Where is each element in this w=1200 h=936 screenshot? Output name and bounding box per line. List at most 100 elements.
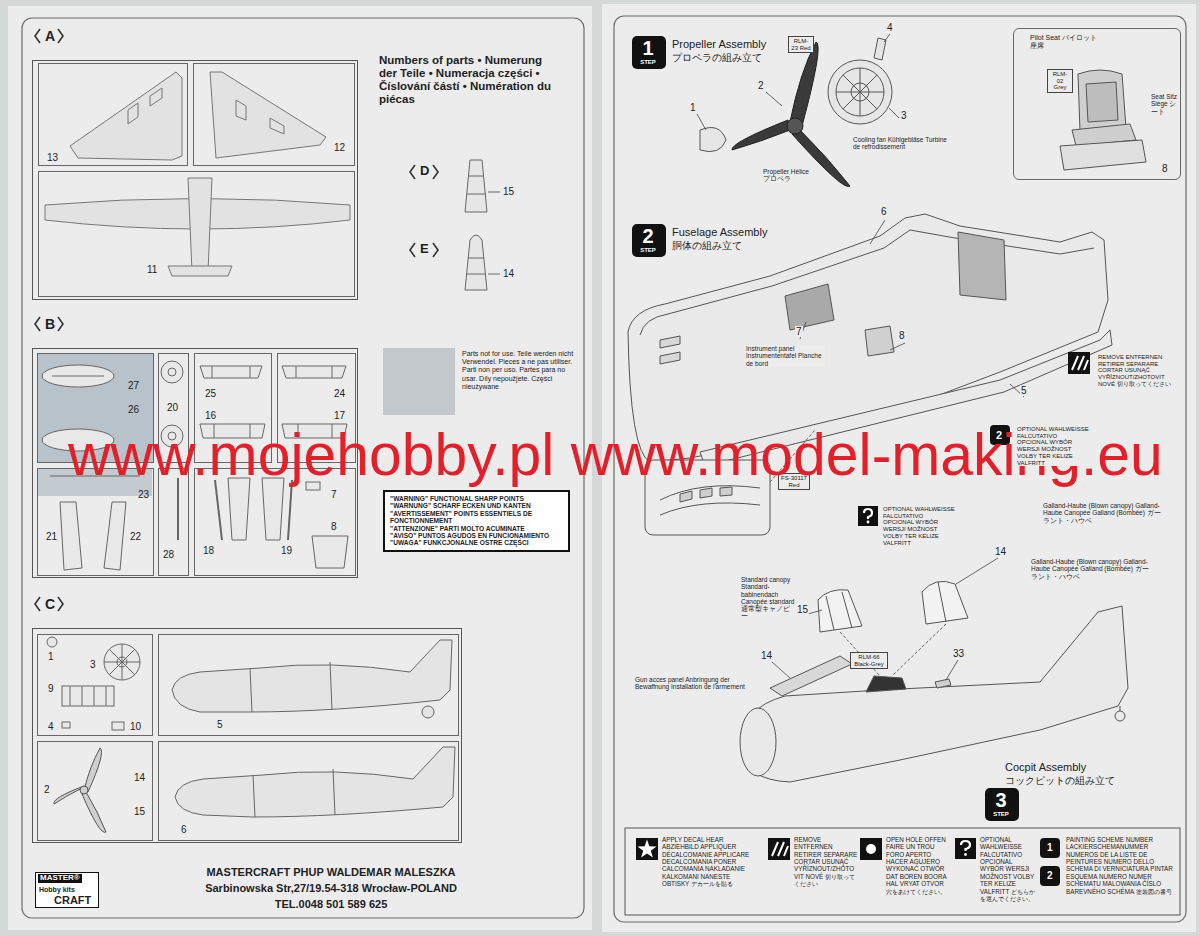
- node-text: "AVERTISSEMENT" POINTS ESSENTIELS DE FON…: [390, 510, 563, 525]
- part-number: 6: [181, 824, 187, 835]
- propeller-part: [84, 748, 102, 792]
- node-text: RLM-66 Black-Grey: [853, 654, 885, 667]
- callout-number: 5: [1020, 385, 1028, 396]
- small-part: [104, 502, 126, 570]
- note-text: Propeller Hélice プロペラ: [762, 168, 818, 183]
- canopy-part: [465, 160, 487, 290]
- note-text: Cooling fan Kühlgebläse Turbine de refro…: [852, 136, 950, 151]
- small-part: [228, 478, 250, 540]
- node-text: 8: [1162, 163, 1168, 174]
- small-part: [262, 478, 284, 540]
- part-number: 27: [128, 380, 139, 391]
- node-text: "ATTENZIONE" PARTI MOLTO ACUMINATE: [390, 525, 563, 532]
- page-frame: [22, 16, 1186, 922]
- heading: Fuselage Assembly: [672, 226, 767, 238]
- symbol-icon: [1068, 352, 1090, 374]
- heading: B: [45, 317, 55, 333]
- parts-frame: 11: [38, 171, 355, 297]
- part-number: 13: [47, 152, 58, 163]
- paint-code-tag: RLM-66 Black-Grey: [850, 652, 888, 669]
- fuselage-half-illustration: [660, 336, 680, 364]
- legend-text: REMOVE ENTFERNEN RETIRER SEPARARE CORTAR…: [794, 836, 858, 888]
- node-text: Hobby kits: [39, 886, 75, 894]
- small-part: [177, 478, 179, 540]
- part-number: 21: [46, 531, 57, 542]
- fuselage-illustration: [818, 590, 862, 632]
- small-part: [52, 376, 104, 377]
- callout-number: 1: [1047, 842, 1053, 853]
- fuselage-part: [172, 640, 452, 712]
- parts-frame: 6: [158, 741, 459, 841]
- section-bracket: [410, 243, 438, 257]
- callout-number: 2: [996, 429, 1002, 441]
- node-text: CRAFT: [54, 894, 91, 906]
- node-text: "UWAGA" FUNKCJONALNE OSTRE CZĘŚCI: [390, 539, 563, 546]
- detail-inset: [660, 486, 760, 515]
- wing-part: [236, 100, 284, 134]
- part-number: 17: [334, 410, 345, 421]
- part-number: 22: [130, 531, 141, 542]
- callout-number: 7: [795, 326, 803, 337]
- seat-illustration: [1078, 70, 1126, 132]
- legend-bar: [768, 838, 790, 860]
- wing-part: [70, 72, 182, 160]
- part-number: 25: [205, 388, 216, 399]
- part-number: 19: [281, 545, 292, 556]
- legend-bar: [636, 838, 658, 860]
- symbol-icon: [867, 521, 870, 524]
- fuselage-part: [175, 747, 455, 817]
- node-text: 3: [985, 789, 1017, 811]
- node-text: RLM-02 Grey: [1050, 71, 1070, 91]
- heading: Cocpit Assembly: [1005, 761, 1086, 773]
- heading: プロペラの組み立て: [672, 52, 762, 63]
- node-text: MASTER®: [38, 874, 82, 883]
- detail-inset: [680, 487, 732, 502]
- fuselage-part: [422, 706, 434, 718]
- callout-number: 3: [900, 110, 908, 121]
- note-text: Sarbinowska Str,27/19.54-318 Wrocław-POL…: [150, 882, 512, 894]
- note-text: Gun acces panel Anbringung der Bewaffnun…: [634, 676, 746, 691]
- callout-number: 1: [689, 102, 697, 113]
- legend-text: OPEN HOLE OFFEN FAIRE UN TROU FORO APERT…: [886, 836, 950, 895]
- warning-box: "WARNING" FUNCTIONAL SHARP POINTS"WARNUN…: [383, 490, 570, 552]
- note-text: OPTIONAL WAHLWEISSE FALCUTATIVO OPCIONAL…: [882, 506, 956, 546]
- seat-illustration: [1086, 82, 1118, 122]
- legend-text: OPTIONAL WAHLWEISSE FALCUTATIVO OPCIONAL…: [980, 836, 1036, 902]
- fuselage-illustration: [1115, 711, 1125, 721]
- fuselage-illustration: [935, 679, 951, 688]
- part-number: 10: [130, 721, 141, 732]
- fuselage-half-illustration: [958, 232, 1006, 300]
- part-number: 20: [167, 402, 178, 413]
- legend-text: Parts not for use. Teile werden nicht Ve…: [462, 350, 580, 391]
- callout-number: 2: [1047, 870, 1053, 881]
- fuselage-illustration: [866, 676, 906, 692]
- step-badge: 3STEPCocpit Assemblyコックピットの組み立て: [985, 788, 1019, 821]
- small-part: [168, 368, 176, 376]
- note-text: Galland-Haube (Blown canopy) Galland-Hau…: [1030, 558, 1152, 580]
- parts-frame: 139410: [37, 634, 153, 736]
- legend-bar: [961, 841, 970, 851]
- propeller-illustration: [790, 42, 818, 126]
- small-part: [288, 480, 292, 540]
- legend-bar: [625, 828, 1180, 915]
- propeller-part: [54, 786, 84, 804]
- legend-bar: [1040, 838, 1060, 858]
- small-part: [112, 722, 124, 730]
- fuselage-part: [250, 662, 332, 712]
- callout-number: 2: [757, 80, 765, 91]
- leader-line: [772, 558, 998, 680]
- legend-bar: [1040, 866, 1060, 886]
- propeller-illustration: [787, 118, 803, 134]
- legend-bar: [955, 838, 976, 859]
- seat-illustration: [1060, 140, 1146, 170]
- small-part: [104, 644, 140, 680]
- section-panel: A131211: [32, 60, 358, 300]
- node-text: 1: [632, 37, 664, 59]
- canopy-part: [465, 160, 487, 212]
- paint-code-tag: RLM-23 Red: [788, 36, 814, 53]
- legend-bar: [860, 838, 882, 860]
- wing-part: [168, 266, 232, 276]
